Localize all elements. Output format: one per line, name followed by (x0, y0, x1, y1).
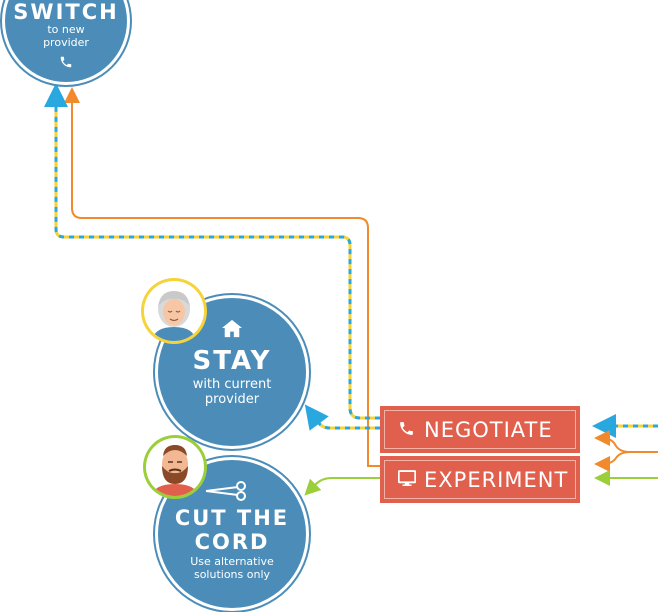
stay-line1: with current (192, 377, 272, 392)
blue-yellow-line-to-stay-base (310, 413, 380, 430)
negotiate-box[interactable]: NEGOTIATE (380, 406, 580, 453)
phone-icon (398, 418, 420, 442)
cut-line1: Use alternative (190, 555, 274, 568)
woman-avatar (144, 281, 204, 341)
switch-line2: provider (43, 35, 89, 49)
blue-yellow-line-to-stay (304, 404, 380, 431)
cut-line2: solutions only (193, 567, 271, 581)
monitor-icon (397, 468, 420, 492)
experiment-box[interactable]: EXPERIMENT (380, 456, 580, 503)
incoming-orange-split-b (594, 451, 631, 472)
cut-title-line1: CUT THE (174, 506, 290, 530)
experiment-label: EXPERIMENT (424, 467, 569, 492)
blue-yellow-line-to-switch-base (54, 95, 380, 420)
stay-line2: provider (204, 391, 260, 407)
switch-line1: to new (47, 23, 85, 36)
cut-title-line2: CORD (194, 530, 270, 554)
house-icon (158, 318, 306, 342)
switch-title: SWITCH (13, 0, 119, 24)
phone-icon (5, 54, 127, 73)
green-line-to-cut (304, 477, 380, 496)
negotiate-label: NEGOTIATE (424, 417, 553, 442)
scissors-icon (204, 480, 306, 506)
orange-line-to-switch (64, 87, 380, 467)
incoming-orange-split (594, 430, 658, 453)
man-avatar (146, 438, 204, 496)
stay-title: STAY (192, 346, 272, 376)
switch-circle: SWITCH to new provider (5, 0, 127, 82)
